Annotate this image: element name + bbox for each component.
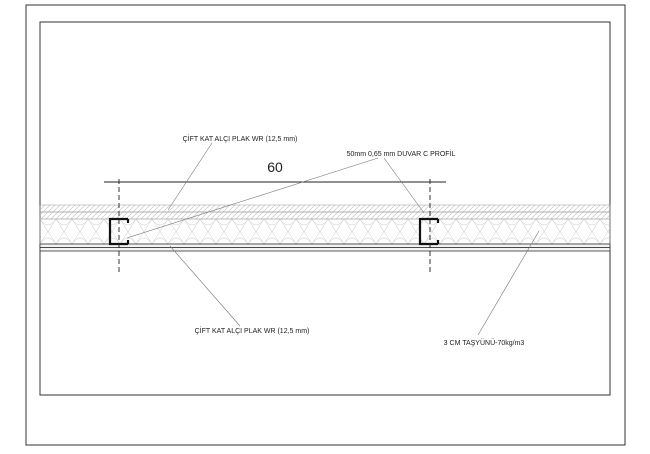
leader-top-left	[167, 142, 213, 211]
dimension-value: 60	[267, 159, 283, 175]
label-top-right: 50mm 0,65 mm DUVAR C PROFİL	[347, 149, 456, 158]
mineral-wool-layer	[39, 218, 611, 245]
leader-top-right-a	[126, 157, 379, 239]
label-bottom-right: 3 CM TAŞYÜNÜ-70kg/m3	[444, 339, 525, 347]
c-profile-right	[418, 217, 440, 246]
label-top-left: ÇİFT KAT ALÇI PLAK WR (12,5 mm)	[183, 134, 298, 143]
outer-frame	[25, 4, 626, 446]
leader-lines	[126, 142, 540, 336]
board-layer-bottom-2	[39, 247, 611, 252]
wall-section	[39, 204, 611, 252]
leader-top-right-b	[383, 157, 425, 214]
leader-bottom-left	[169, 245, 241, 327]
board-layer-top-1	[39, 204, 611, 213]
label-bottom-left: ÇİFT KAT ALÇI PLAK WR (12,5 mm)	[195, 326, 310, 335]
leader-bottom-right	[477, 230, 540, 336]
